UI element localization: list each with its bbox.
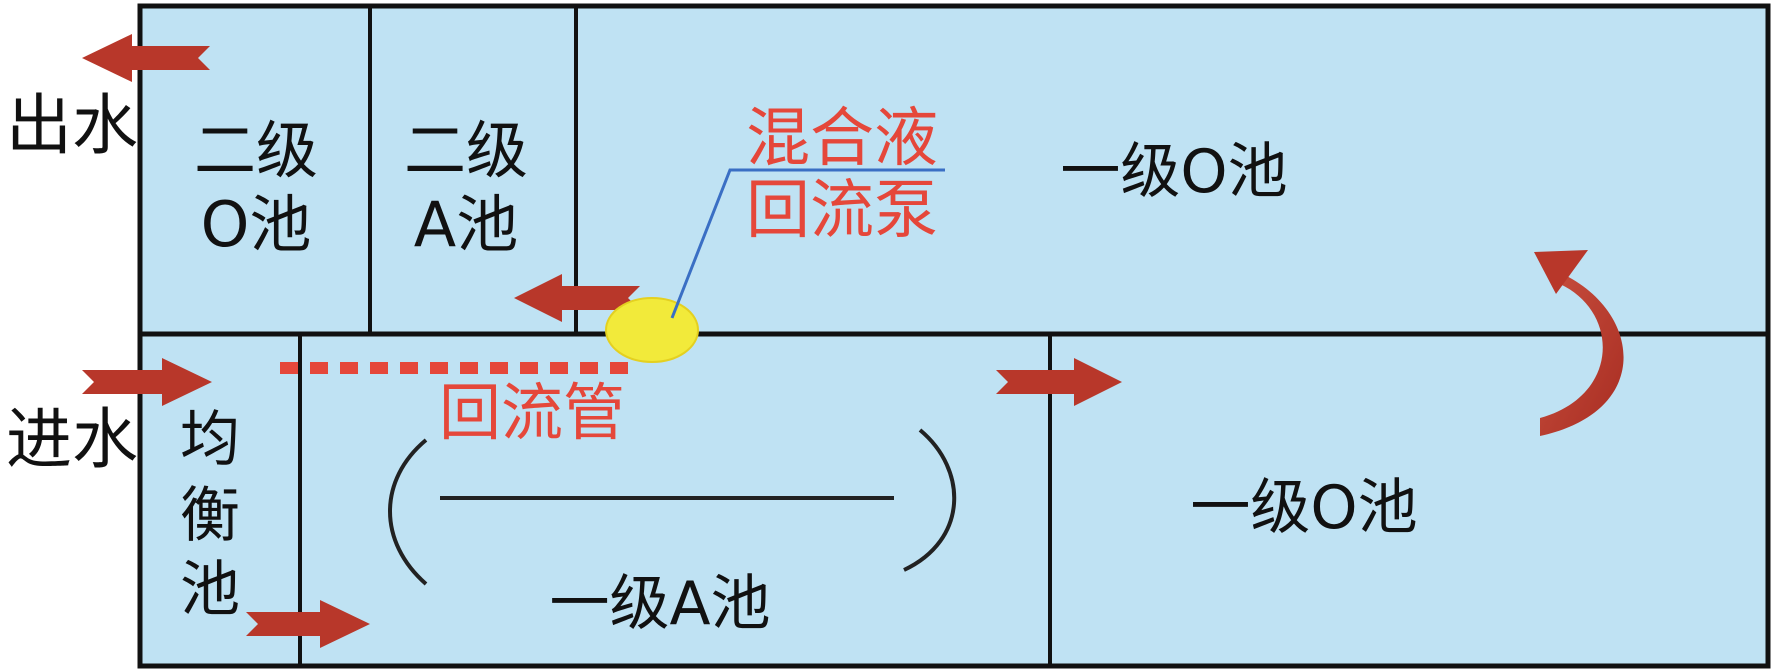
equalization-label-3: 池 <box>180 555 240 625</box>
secondary-a-label-line2: A池 <box>414 188 518 261</box>
primary-a-label: 一级A池 <box>549 569 770 639</box>
o-to-secondary-a-arrow <box>514 274 640 322</box>
inlet-arrow <box>82 358 212 406</box>
pipe-label: 回流管 <box>439 376 625 449</box>
outlet-arrow <box>82 34 210 82</box>
outlet-label: 出水 <box>6 87 138 164</box>
equalization-label-1: 均 <box>180 405 240 475</box>
curved-flow-arrow <box>1534 250 1624 436</box>
secondary-o-label-line1: 二级 <box>194 114 318 187</box>
pump-label-line1: 混合液 <box>746 102 938 176</box>
secondary-o-label-line2: O池 <box>201 188 312 261</box>
equalization-to-a-arrow <box>246 600 370 648</box>
mixer-symbol <box>388 428 957 586</box>
secondary-a-label-line1: 二级 <box>404 114 528 187</box>
recycle-pump <box>605 297 699 363</box>
primary-o-bottom-label: 一级O池 <box>1190 473 1417 543</box>
equalization-label-2: 衡 <box>180 481 240 551</box>
pump-leader-line <box>670 168 945 319</box>
a-to-o-arrow <box>996 358 1122 406</box>
primary-o-top-label: 一级O池 <box>1060 137 1287 207</box>
inlet-label: 进水 <box>6 401 138 478</box>
pump-label-line2: 回流泵 <box>746 174 938 248</box>
